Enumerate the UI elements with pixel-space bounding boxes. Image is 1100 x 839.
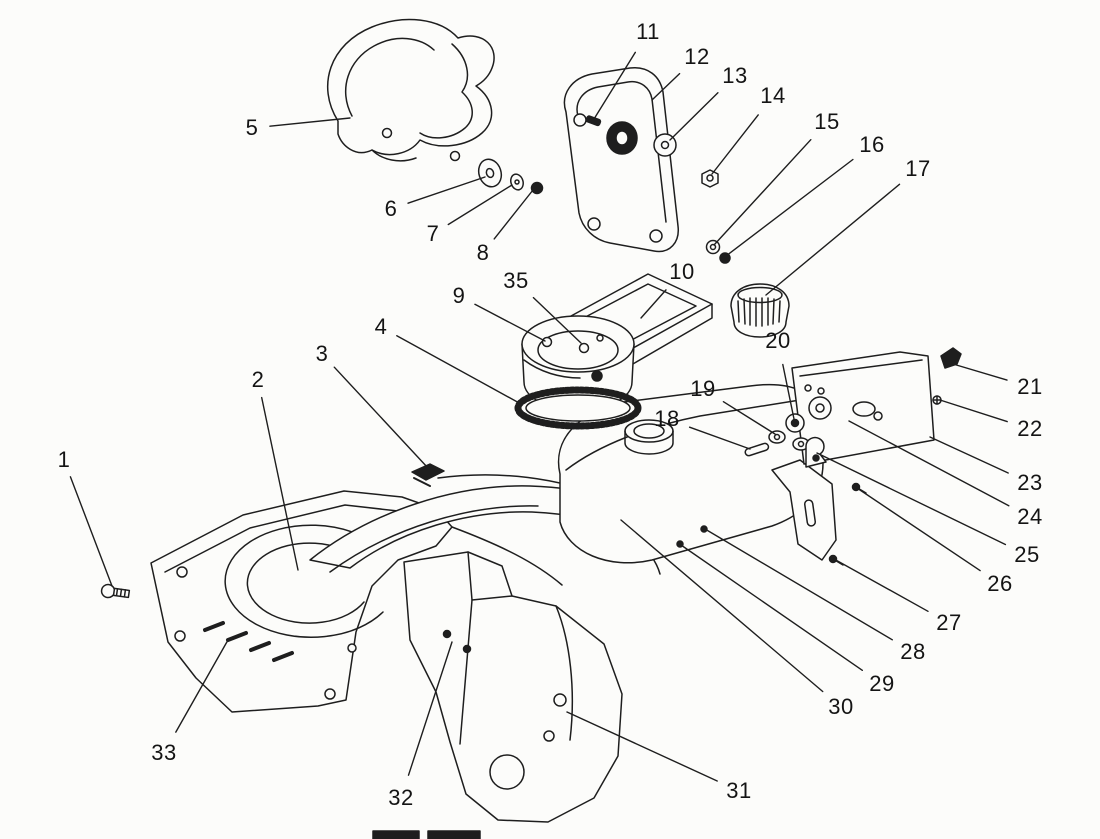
part-number-15: 15 [814,109,840,134]
part-number-28: 28 [900,639,926,664]
part-number-4: 4 [374,314,388,339]
part-number-2: 2 [251,367,265,392]
leader-line-35 [532,296,582,344]
part-number-6: 6 [384,196,398,221]
leader-line-31 [566,711,718,782]
leader-line-26 [856,487,981,572]
part-number-13: 13 [722,63,748,88]
part-number-26: 26 [987,571,1013,596]
part-number-20: 20 [765,328,791,353]
part-number-1: 1 [57,447,71,472]
leader-line-25 [816,452,1007,546]
leader-line-9 [474,303,546,342]
gearbox-part [514,315,642,430]
leader-line-10 [640,289,667,319]
cap-and-screw-parts [932,347,962,405]
part-number-17: 17 [905,156,931,181]
leader-line-19 [722,401,776,435]
gear-housing-part [403,551,623,823]
part-number-30: 30 [828,694,854,719]
washer-set-parts [477,158,544,195]
leader-line-1 [69,476,113,587]
part-number-29: 29 [869,671,895,696]
leader-line-15 [713,138,812,246]
leader-line-28 [704,528,893,641]
part-number-8: 8 [476,240,490,265]
leader-line-7 [447,184,513,226]
cropped-text-artifact [372,830,481,839]
bushing-parts [744,396,832,468]
part-number-25: 25 [1014,542,1040,567]
part-number-14: 14 [760,83,786,108]
leader-line-13 [669,92,719,141]
leader-line-5 [269,117,351,127]
part-number-27: 27 [936,610,962,635]
part-number-35: 35 [503,268,529,293]
leader-line-30 [620,519,824,693]
leader-line-23 [929,436,1009,474]
leader-line-17 [765,183,901,296]
leader-line-2 [261,396,299,571]
cable-clip-part [411,463,445,487]
fuel-cap-part [730,283,790,338]
leader-line-29 [680,544,863,671]
part-number-5: 5 [245,115,259,140]
leader-line-6 [407,176,486,204]
leader-line-8 [493,189,534,240]
leader-line-27 [833,558,929,612]
part-number-33: 33 [151,740,177,765]
part-number-32: 32 [388,785,414,810]
leader-line-4 [396,335,522,405]
leader-line-12 [651,72,681,101]
part-number-3: 3 [315,341,329,366]
leader-line-20 [782,363,795,420]
part-number-9: 9 [452,283,466,308]
leader-line-16 [725,158,854,257]
leader-line-14 [711,114,759,175]
leader-line-21 [952,363,1008,381]
part-number-24: 24 [1017,504,1043,529]
leader-line-24 [848,420,1010,507]
carriage-bolt-part [100,583,131,599]
part-number-23: 23 [1017,470,1043,495]
part-number-31: 31 [726,778,752,803]
pivot-bracket-part [563,67,731,264]
leader-line-33 [175,639,229,733]
part-number-7: 7 [426,221,440,246]
part-number-12: 12 [684,44,710,69]
leader-line-22 [939,399,1008,423]
leader-line-18 [688,426,751,450]
part-number-18: 18 [654,406,680,431]
belt-cover-part [326,18,495,162]
leader-line-3 [333,366,429,469]
part-number-16: 16 [859,132,885,157]
leader-line-32 [407,641,453,776]
part-number-22: 22 [1017,416,1043,441]
part-number-19: 19 [690,376,716,401]
part-number-10: 10 [669,259,695,284]
part-number-11: 11 [636,19,660,44]
part-number-21: 21 [1017,374,1043,399]
leader-line-11 [593,51,636,120]
